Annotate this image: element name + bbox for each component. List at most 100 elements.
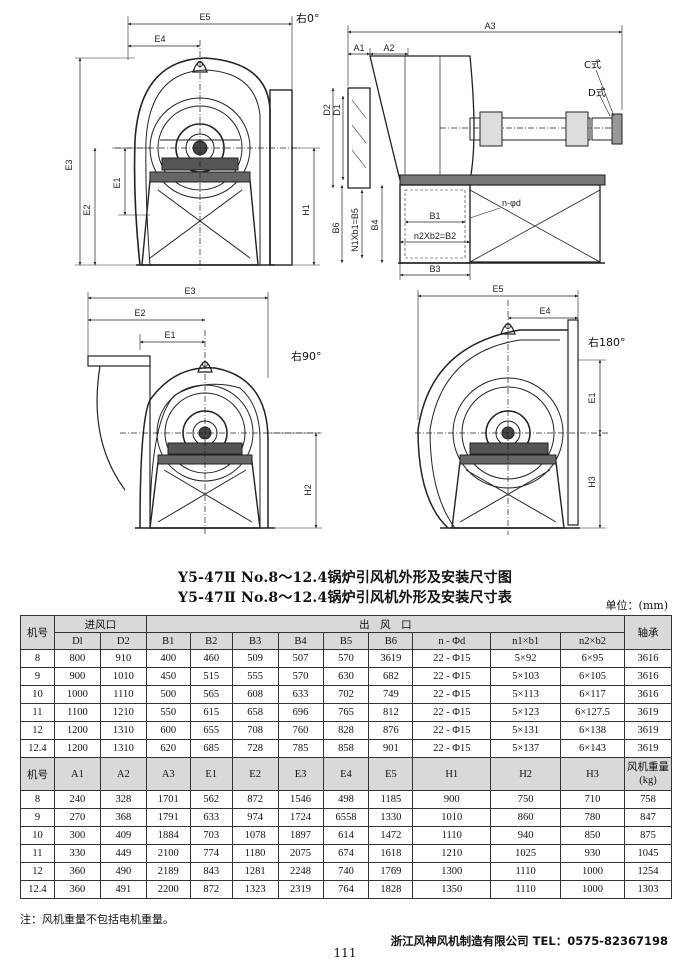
view-right-180: [415, 290, 610, 535]
orientation-label-right0: 右0°: [296, 11, 320, 25]
t2-header-cell: H3: [560, 757, 625, 791]
table-cell: 360: [53, 862, 101, 881]
table-cell: 750: [490, 790, 562, 809]
table-cell: 872: [231, 790, 279, 809]
subheader-cell: n2×b2: [560, 632, 625, 650]
table-cell: 812: [368, 703, 414, 722]
machine-no-cell: 8: [20, 790, 55, 809]
table-cell: 300: [53, 826, 101, 845]
table-cell: 368: [99, 808, 147, 827]
dim-label-e5: E5: [199, 12, 210, 22]
table-cell: 3619: [623, 703, 673, 722]
table-cell: 974: [231, 808, 279, 827]
machine-no-cell: 12: [20, 721, 55, 740]
subheader-cell: B6: [368, 632, 414, 650]
dim-label-a2: A2: [383, 43, 394, 53]
weight-header-label: 风机重量: [626, 762, 669, 773]
table-cell: 3619: [368, 649, 414, 668]
table-cell: 1546: [277, 790, 324, 809]
table-cell: 1110: [412, 826, 492, 845]
table-cell: 6558: [322, 808, 370, 827]
subheader-cell: B2: [189, 632, 233, 650]
spec-table: 机号 进风口 出 风 口 轴承 Dl D2 B1 B2 B3 B4 B5 B6 …: [20, 615, 673, 899]
table-cell: 1210: [412, 844, 492, 863]
table-cell: 1110: [490, 880, 562, 899]
table-cell: 1025: [490, 844, 562, 863]
table-cell: 682: [368, 667, 414, 686]
t2-header-cell: A3: [145, 757, 191, 791]
engineering-drawing: E5 E4 E3 E2 E1 H1 右0°: [64, 11, 626, 535]
table-cell: 828: [322, 721, 370, 740]
table-cell: 2100: [145, 844, 191, 863]
header-machine-no: 机号: [20, 615, 55, 650]
table-cell: 6×127.5: [560, 703, 625, 722]
header-outlet: 出 风 口: [145, 615, 625, 633]
table-cell: 570: [277, 667, 324, 686]
dim-label-e3-v90: E3: [184, 286, 195, 296]
table-cell: 1884: [145, 826, 191, 845]
table-cell: 1701: [145, 790, 191, 809]
table-cell: 360: [53, 880, 101, 899]
table-cell: 876: [368, 721, 414, 740]
table2-head: 机号 A1 A2 A3 E1 E2 E3 E4 E5 H1 H2 H3 风机重量…: [20, 757, 673, 791]
table-cell: 843: [189, 862, 233, 881]
machine-no-cell: 12.4: [20, 739, 55, 758]
table-cell: 910: [99, 649, 147, 668]
table-cell: 3616: [623, 667, 673, 686]
machine-no-cell: 9: [20, 667, 55, 686]
t2-header-weight: 风机重量 (kg): [623, 757, 673, 791]
footnote: 注：风机重量不包括电机重量。: [20, 913, 174, 926]
table-cell: 550: [145, 703, 191, 722]
table-cell: 2248: [277, 862, 324, 881]
unit-label: 单位：(mm): [605, 599, 668, 612]
table-cell: 708: [231, 721, 279, 740]
subheader-cell: B3: [231, 632, 279, 650]
table-cell: 600: [145, 721, 191, 740]
t2-header-cell: E4: [322, 757, 370, 791]
machine-no-cell: 8: [20, 649, 55, 668]
table-cell: 1078: [231, 826, 279, 845]
dim-label-h2: H2: [303, 484, 313, 496]
table-cell: 6×117: [560, 685, 625, 704]
t2-header-cell: E2: [231, 757, 279, 791]
table-cell: 3616: [623, 685, 673, 704]
view-right-0: [75, 16, 320, 270]
table-cell: 1472: [368, 826, 414, 845]
table-cell: 930: [560, 844, 625, 863]
table-cell: 22 - Φ15: [412, 667, 492, 686]
table-cell: 2075: [277, 844, 324, 863]
table-cell: 2319: [277, 880, 324, 899]
table-cell: 328: [99, 790, 147, 809]
table-cell: 1828: [368, 880, 414, 899]
table-cell: 1310: [99, 721, 147, 740]
dim-label-h3: H3: [587, 476, 597, 488]
table-cell: 847: [623, 808, 673, 827]
table-cell: 633: [277, 685, 324, 704]
table-cell: 1897: [277, 826, 324, 845]
table-cell: 630: [322, 667, 370, 686]
machine-no-cell: 12.4: [20, 880, 55, 899]
t2-header-cell: A2: [99, 757, 147, 791]
table-cell: 608: [231, 685, 279, 704]
orientation-label-right90: 右90°: [291, 349, 322, 363]
table-cell: 509: [231, 649, 279, 668]
t2-header-cell: A1: [53, 757, 101, 791]
table-cell: 240: [53, 790, 101, 809]
table-cell: 2189: [145, 862, 191, 881]
table-cell: 860: [490, 808, 562, 827]
dim-label-e2-v90: E2: [134, 308, 145, 318]
subheader-cell: D2: [99, 632, 147, 650]
table-cell: 658: [231, 703, 279, 722]
t2-header-cell: H2: [490, 757, 562, 791]
subheader-cell: B5: [322, 632, 370, 650]
table-cell: 460: [189, 649, 233, 668]
table-cell: 5×103: [490, 667, 562, 686]
dim-label-a3: A3: [484, 21, 495, 31]
dim-label-d2: D2: [322, 104, 332, 116]
table-cell: 1110: [99, 685, 147, 704]
